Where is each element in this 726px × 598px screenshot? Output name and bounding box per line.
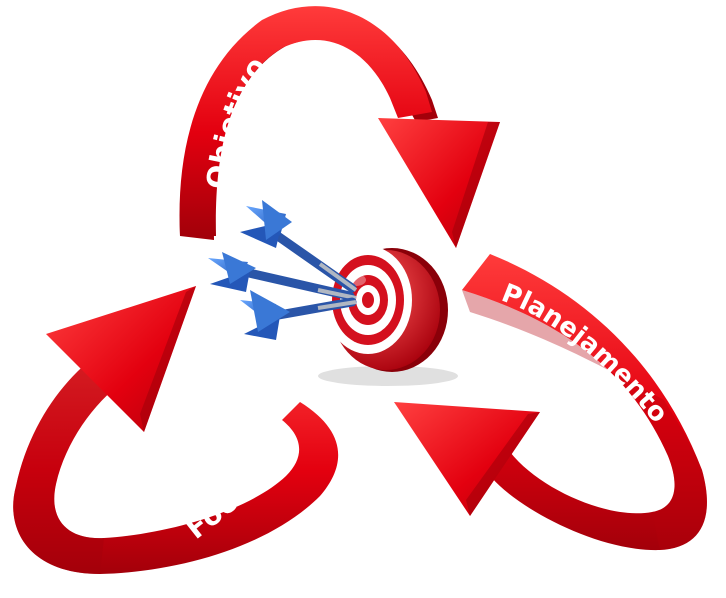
- dart-middle: [208, 252, 357, 301]
- target-icon: [318, 246, 458, 386]
- objetivo-arrow: Objetivo: [179, 6, 500, 248]
- foco-arrow: Foco: [13, 286, 339, 574]
- dart-top: [240, 200, 358, 293]
- planejamento-label: Planejamento: [497, 278, 673, 428]
- dart-bottom: [240, 290, 357, 340]
- dart-icon: [208, 200, 358, 340]
